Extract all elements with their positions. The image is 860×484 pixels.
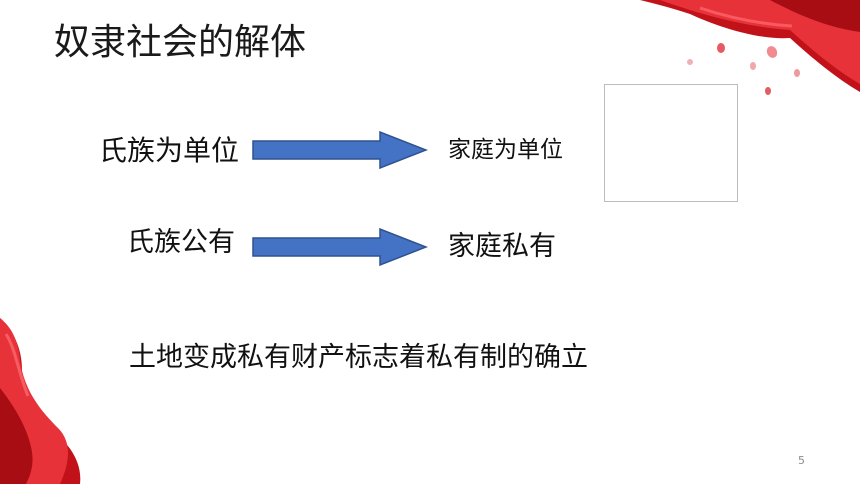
phrase-family-unit: 家庭为单位: [448, 137, 563, 163]
right-arrow-icon: [252, 130, 428, 170]
phrase-clan-public: 氏族公有: [127, 227, 235, 258]
empty-image-placeholder: [604, 84, 738, 202]
right-arrow-icon: [252, 227, 428, 267]
phrase-family-private: 家庭私有: [448, 231, 556, 262]
phrase-clan-unit: 氏族为单位: [99, 134, 240, 167]
page-number: 5: [798, 454, 805, 467]
slide-conclusion: 土地变成私有财产标志着私有制的确立: [129, 342, 588, 373]
slide-title: 奴隶社会的解体: [54, 22, 307, 63]
